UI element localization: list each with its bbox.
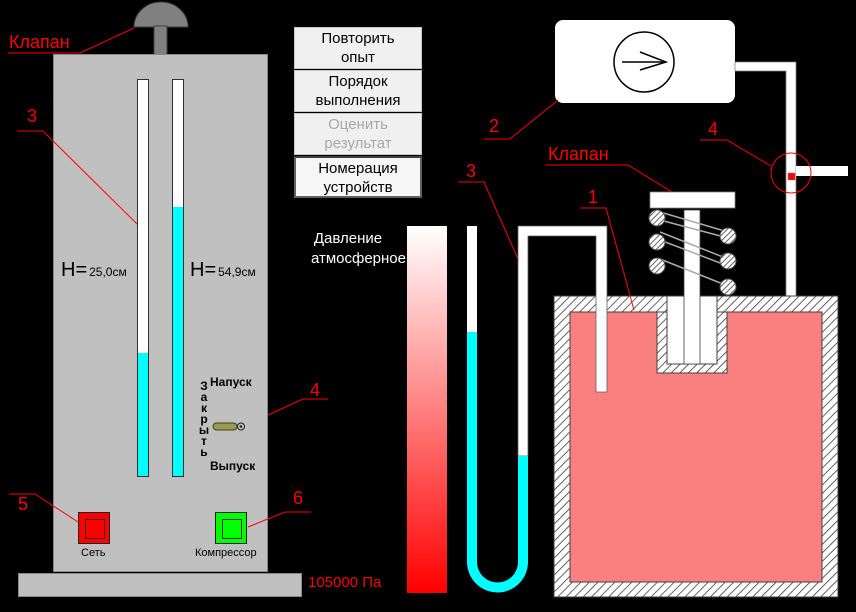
procedure-button[interactable]: Порядок выполнения [294, 70, 422, 112]
button-line: Оценить [328, 116, 388, 133]
device-numbering-button[interactable]: Номерация устройств [294, 156, 422, 198]
switch-close-letter: к [200, 401, 207, 415]
u-tube-left-empty [467, 226, 477, 332]
callout-valve-label: Клапан [9, 32, 70, 52]
valve-spring [648, 209, 737, 296]
h-prefix: H= [190, 259, 217, 281]
valve-knob-icon[interactable] [130, 0, 194, 56]
tube-right-liquid [173, 206, 183, 476]
pressure-title-line2: атмосферное [310, 250, 406, 267]
h-unit: см [112, 265, 127, 279]
switch-close-letter: ы [198, 423, 210, 437]
switch-close-letter: ь [200, 445, 208, 459]
callout-2: 2 [489, 116, 500, 136]
network-button[interactable] [78, 512, 110, 544]
left-callout-lines [8, 27, 328, 528]
height-left-readout: H=25,0см [61, 259, 127, 282]
menu-panel: Повторить опыт Порядок выполнения Оценит… [294, 27, 424, 199]
pressure-title-line1: Давление [313, 230, 383, 247]
repeat-experiment-button[interactable]: Повторить опыт [294, 27, 422, 69]
tube-right [172, 79, 184, 477]
compressor-button[interactable] [215, 512, 247, 544]
compressor-label: Компрессор [195, 547, 257, 559]
pressure-gauge-bar [407, 226, 447, 593]
network-label: Сеть [81, 547, 106, 559]
apparatus-body [53, 54, 268, 572]
pressure-title: Давление атмосферное [290, 229, 406, 269]
h-prefix: H= [61, 259, 88, 281]
valve-cap[interactable] [649, 191, 736, 209]
u-tube-left-liquid [467, 332, 477, 562]
switch-lever-icon[interactable] [212, 420, 246, 434]
u-tube-bend [467, 562, 528, 593]
pump-arrow-icon [613, 31, 675, 93]
callout-3-right: 3 [466, 161, 477, 181]
manometer-u-tube [467, 226, 528, 593]
tube-left [137, 79, 149, 477]
callout-4-left: 4 [310, 380, 321, 400]
callout-valve-label-right: Клапан [548, 144, 609, 164]
switch-close-letter: а [200, 390, 208, 404]
pressure-value: 105000 Па [308, 574, 382, 591]
callout-4-right: 4 [708, 119, 719, 139]
button-line: устройств [323, 179, 393, 196]
button-line: Повторить [321, 30, 395, 47]
callout-6: 6 [293, 488, 304, 508]
callout-3-left: 3 [27, 106, 38, 126]
switch-close-letter: т [201, 434, 207, 448]
evaluate-result-button[interactable]: Оценить результат [294, 113, 422, 155]
h-value: 25,0 [89, 265, 113, 279]
right-callout-lines [458, 99, 812, 311]
tap-indicator-icon[interactable] [787, 172, 796, 181]
button-line: Порядок [328, 73, 388, 90]
u-tube-right-liquid [518, 456, 528, 562]
switch-inlet-label[interactable]: Напуск [210, 375, 252, 389]
switch-outlet-label[interactable]: Выпуск [210, 459, 256, 473]
callout-5: 5 [18, 494, 29, 514]
button-line: опыт [340, 49, 376, 66]
button-line: выполнения [315, 92, 401, 109]
valve-stem [683, 209, 701, 365]
button-line: результат [324, 135, 392, 152]
h-unit: см [241, 265, 256, 279]
button-line: Номерация [318, 160, 398, 177]
switch-close-letter: р [200, 412, 208, 426]
pump [555, 20, 735, 103]
h-value: 54,9 [218, 265, 242, 279]
tap-pipe [796, 166, 848, 176]
height-right-readout: H=54,9см [190, 259, 256, 282]
switch-close-letter: З [200, 379, 208, 393]
tube-left-liquid [138, 353, 148, 476]
apparatus-base [18, 573, 302, 597]
callout-1: 1 [588, 187, 599, 207]
